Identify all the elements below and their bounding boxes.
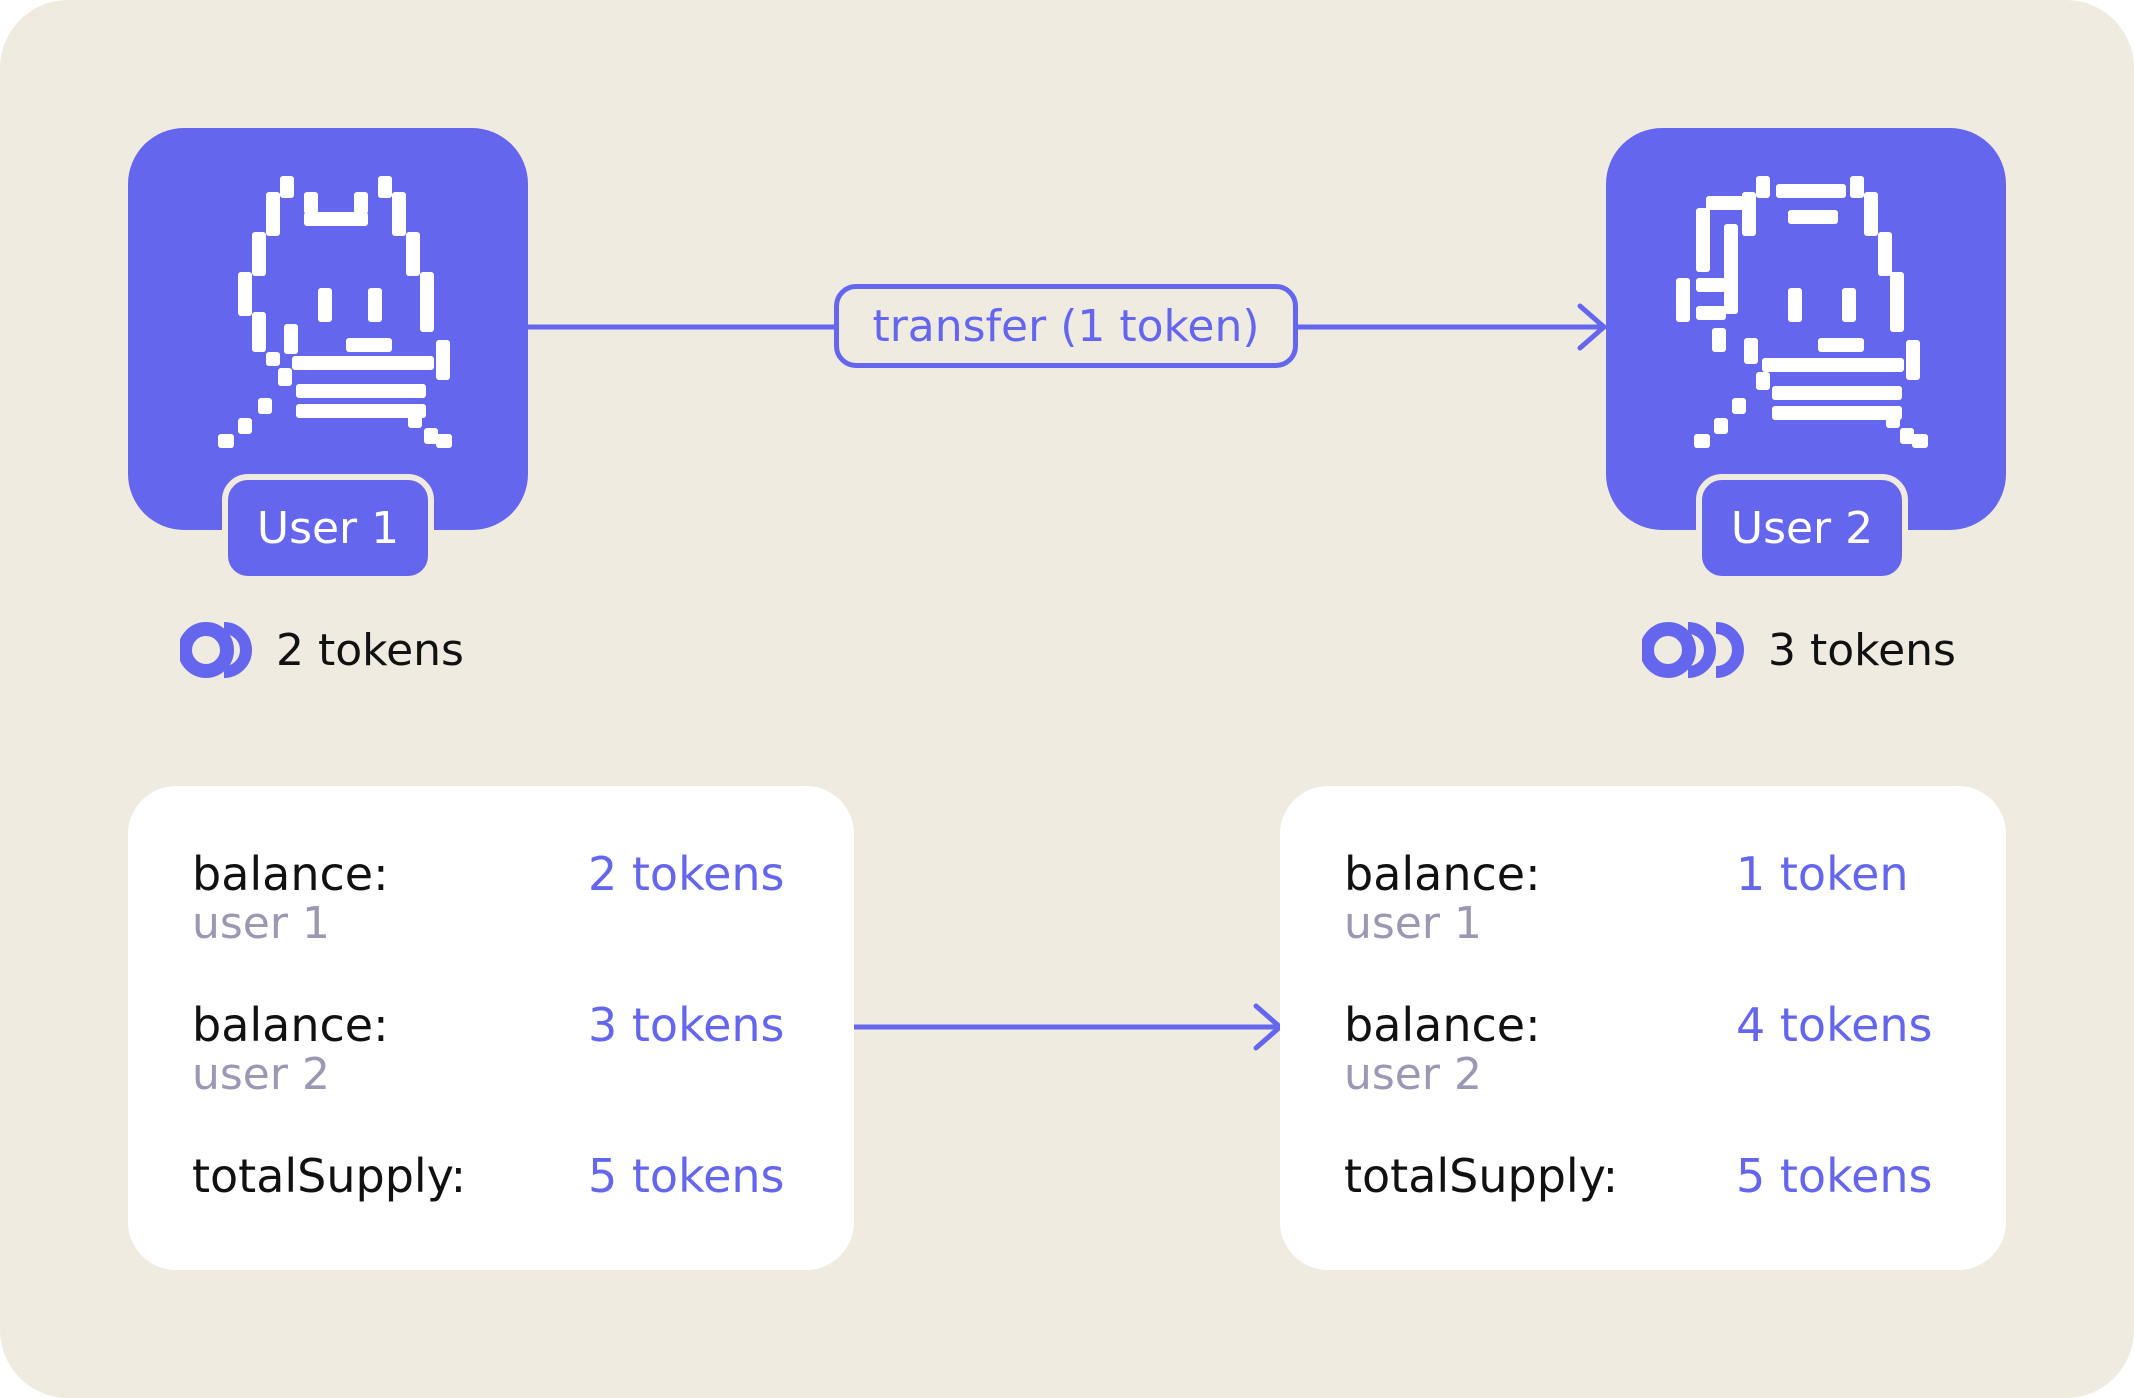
state-row: totalSupply: 5 tokens xyxy=(1344,1148,1966,1258)
user2-avatar-card xyxy=(1606,128,2006,530)
state-row: balance: user 2 4 tokens xyxy=(1344,997,1966,1107)
state-row: balance: user 1 1 token xyxy=(1344,846,1966,956)
state-row-value: 4 tokens xyxy=(1736,998,1933,1052)
transfer-arrowhead xyxy=(1577,303,1607,351)
state-row-label: balance: xyxy=(1344,998,1541,1052)
transfer-label: transfer (1 token) xyxy=(834,284,1298,368)
state-row-value: 3 tokens xyxy=(588,998,785,1052)
state-row-value: 5 tokens xyxy=(1736,1149,1933,1203)
user1-name-tag: User 1 xyxy=(222,474,434,582)
user2-token-count: 3 tokens xyxy=(1642,620,1956,680)
state-row: balance: user 1 2 tokens xyxy=(192,846,814,956)
state-row: balance: user 2 3 tokens xyxy=(192,997,814,1107)
user2-pixel-avatar-icon xyxy=(1676,176,1928,448)
coin-stack-icon xyxy=(180,622,252,678)
state-row-sublabel: user 1 xyxy=(192,898,330,949)
user2-token-text: 3 tokens xyxy=(1768,624,1956,676)
user1-pixel-avatar-icon xyxy=(218,176,452,448)
state-row-value: 5 tokens xyxy=(588,1149,785,1203)
user1-avatar-card xyxy=(128,128,528,530)
user2-name-tag: User 2 xyxy=(1696,474,1908,582)
state-row-value: 2 tokens xyxy=(588,847,785,901)
user1-token-text: 2 tokens xyxy=(276,624,464,676)
user1-token-count: 2 tokens xyxy=(180,620,464,680)
state-before-card: balance: user 1 2 tokens balance: user 2… xyxy=(128,786,854,1270)
coin-stack-icon xyxy=(1642,622,1744,678)
state-row-sublabel: user 1 xyxy=(1344,898,1482,949)
state-transition-arrowhead xyxy=(1253,1003,1283,1051)
state-row-label: balance: xyxy=(192,998,389,1052)
state-row-sublabel: user 2 xyxy=(1344,1049,1482,1100)
state-row-label: balance: xyxy=(1344,847,1541,901)
state-row-sublabel: user 2 xyxy=(192,1049,330,1100)
state-row: totalSupply: 5 tokens xyxy=(192,1148,814,1258)
state-row-label: totalSupply: xyxy=(1344,1149,1619,1203)
state-row-value: 1 token xyxy=(1736,847,1909,901)
state-after-card: balance: user 1 1 token balance: user 2 … xyxy=(1280,786,2006,1270)
state-row-label: totalSupply: xyxy=(192,1149,467,1203)
state-row-label: balance: xyxy=(192,847,389,901)
